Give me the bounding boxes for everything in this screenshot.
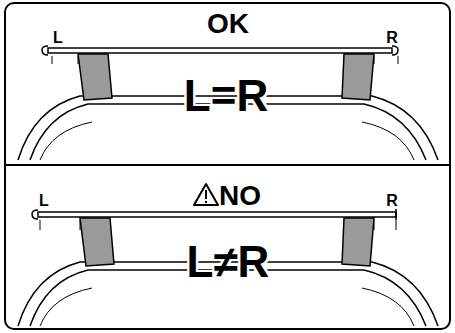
status-heading: OK (207, 10, 249, 38)
status-heading: NO (219, 182, 261, 210)
right-mark: R (386, 193, 398, 209)
right-mark: R (386, 30, 398, 46)
warning-symbol (194, 184, 218, 205)
inequality-note: L≠R (187, 240, 270, 284)
panel-box: NO L R L≠R (4, 164, 451, 330)
left-mark: L (53, 30, 63, 46)
panel-box: OK L R L=R (4, 2, 451, 166)
left-mark: L (39, 193, 49, 209)
equality-note: L=R (184, 74, 268, 118)
